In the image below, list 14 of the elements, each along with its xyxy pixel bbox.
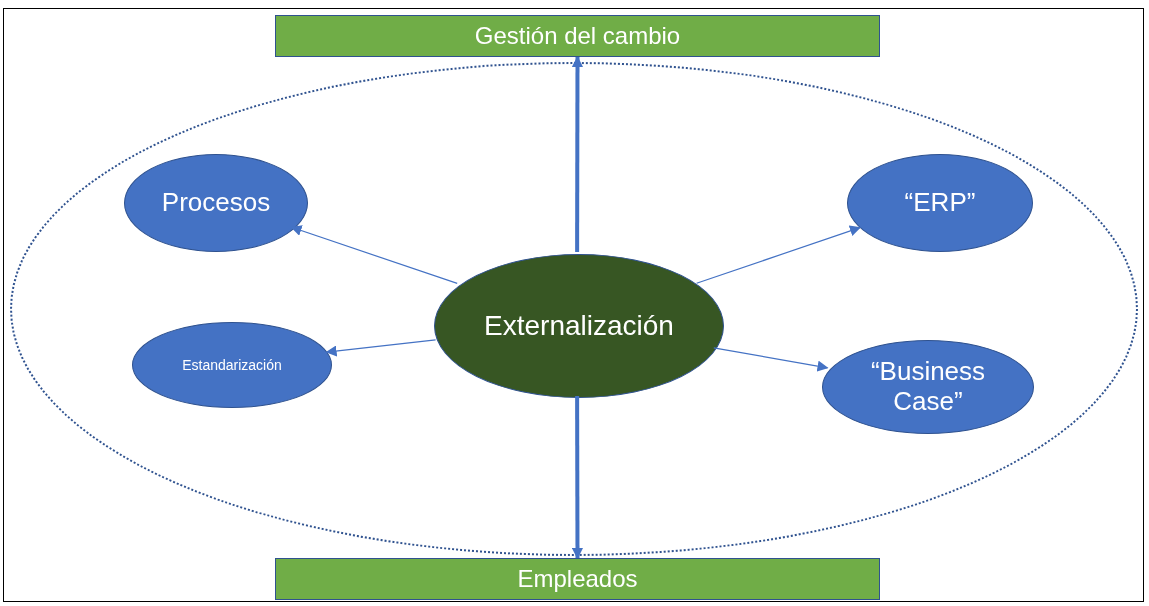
arrow [290,225,458,284]
arrow [572,396,583,560]
dotted-ellipse [10,62,1138,556]
arrow [713,347,829,372]
ellipse-node: Estandarización [132,322,332,408]
arrow [325,339,437,357]
central-ellipse: Externalización [434,254,724,398]
arrow [696,225,861,284]
header-box: Gestión del cambio [275,15,880,57]
ellipse-node: “ERP” [847,154,1033,252]
ellipse-node: Procesos [124,154,308,252]
arrow [572,55,583,252]
footer-box: Empleados [275,558,880,600]
ellipse-node: “Business Case” [822,340,1034,434]
